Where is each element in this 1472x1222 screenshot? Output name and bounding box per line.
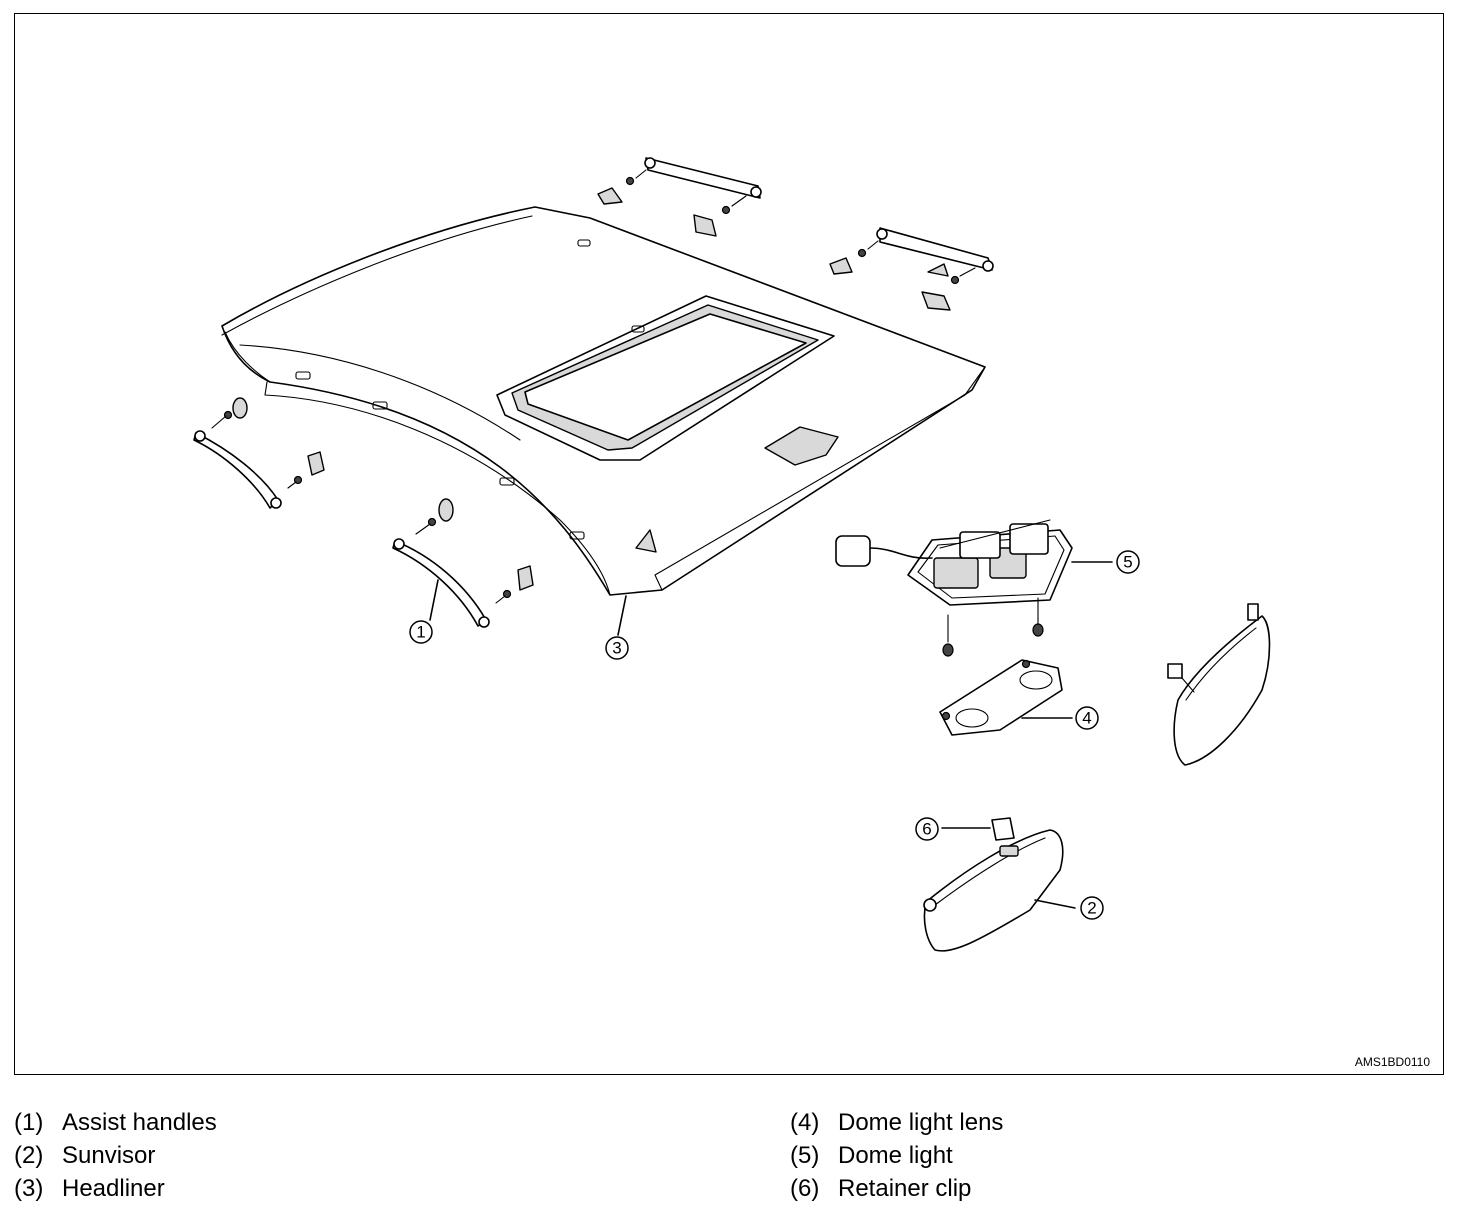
legend-left: (1) Assist handles (2) Sunvisor (3) Head… [14, 1106, 217, 1205]
assist-handle-front-right [829, 227, 994, 311]
svg-text:4: 4 [1082, 709, 1091, 728]
assist-handle-front-left [392, 498, 534, 628]
legend-label: Sunvisor [62, 1142, 156, 1169]
callout-4: 4 [1075, 706, 1099, 730]
legend-right: (4) Dome light lens (5) Dome light (6) R… [790, 1106, 1003, 1205]
legend-number: (5) [790, 1142, 820, 1169]
svg-text:2: 2 [1087, 899, 1096, 918]
svg-text:1: 1 [416, 623, 425, 642]
svg-text:6: 6 [922, 820, 931, 839]
sunvisor-part [923, 829, 1076, 952]
legend-label: Assist handles [62, 1109, 217, 1136]
retainer-clip-part [941, 817, 1015, 841]
figure-code: AMS1BD0110 [1354, 1055, 1430, 1069]
callout-1: 1 [409, 620, 433, 644]
legend-item: (3) Headliner [14, 1172, 217, 1205]
legend-number: (1) [14, 1109, 44, 1136]
legend-number: (3) [14, 1175, 44, 1202]
callout-5: 5 [1116, 550, 1140, 574]
sunvisor-right [1167, 603, 1271, 766]
assist-handle-rear-left [193, 397, 325, 509]
legend-item: (1) Assist handles [14, 1106, 217, 1139]
legend-label: Retainer clip [838, 1175, 972, 1202]
legend-label: Headliner [62, 1175, 165, 1202]
legend-item: (2) Sunvisor [14, 1139, 217, 1172]
headliner-leader [617, 595, 627, 636]
legend-number: (4) [790, 1109, 820, 1136]
callout-3: 3 [605, 636, 629, 660]
svg-text:5: 5 [1123, 553, 1132, 572]
legend-number: (6) [790, 1175, 820, 1202]
figure-frame [14, 13, 1444, 1075]
legend-number: (2) [14, 1142, 44, 1169]
legend-item: (5) Dome light [790, 1139, 1003, 1172]
headliner-part [221, 206, 986, 596]
legend-label: Dome light [838, 1142, 953, 1169]
legend-item: (6) Retainer clip [790, 1172, 1003, 1205]
dome-light-lens-part [939, 659, 1073, 736]
callout-6: 6 [915, 817, 939, 841]
assist-handle-rear-right [597, 157, 762, 237]
legend-item: (4) Dome light lens [790, 1106, 1003, 1139]
svg-text:3: 3 [612, 639, 621, 658]
legend-label: Dome light lens [838, 1109, 1004, 1136]
dome-light-part [835, 519, 1113, 657]
callout-2: 2 [1080, 896, 1104, 920]
